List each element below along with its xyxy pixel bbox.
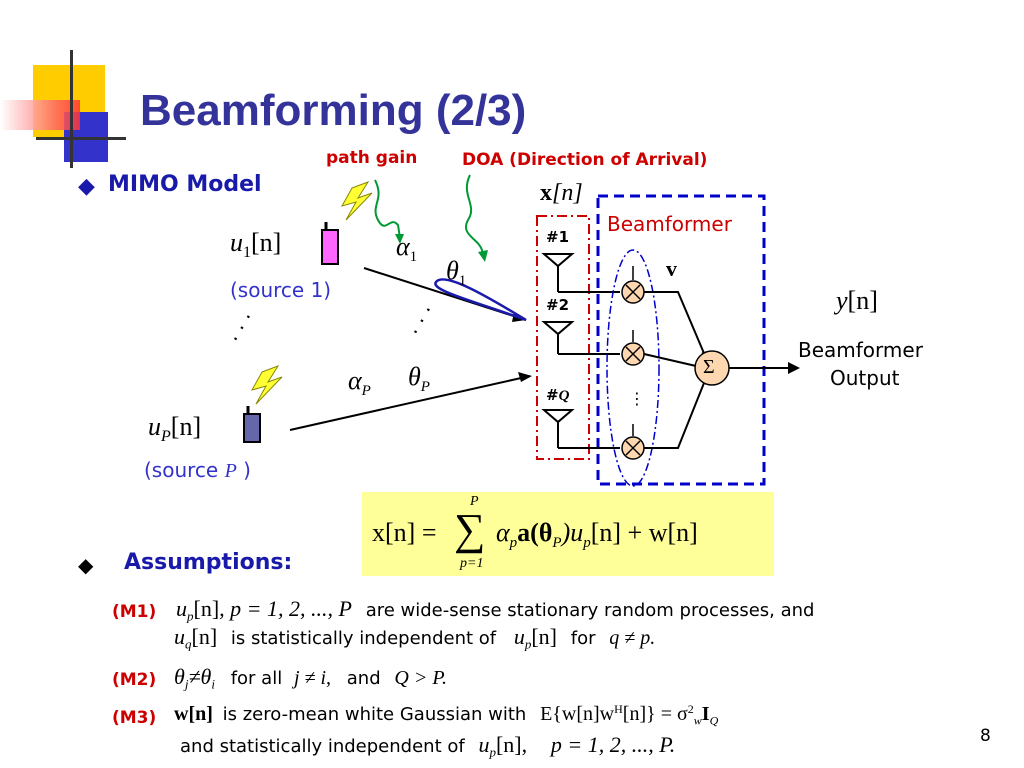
mimo-bullet: ◆ [78,174,95,199]
beamformer-box [596,194,766,486]
m3-label: (M3) [112,708,157,728]
formula-sum-sign: ∑ [454,505,486,554]
signal-bolt-icon [250,365,283,405]
phone-icon [321,229,339,265]
theta-P-label: θP [408,362,430,396]
m1-line1: up[n], p = 1, 2, ..., P are wide-sense s… [176,596,815,624]
m1-label: (M1) [112,602,157,622]
uP-label: uP[n] [148,412,202,446]
antenna-array-box [536,215,590,460]
signal-model-formula: x[n] = P ∑ p=1 αpa(θP)up[n] + w[n] [362,492,774,576]
assumptions-bullet: ◆ [78,553,94,577]
antenna-1-label: #1 [546,228,570,246]
v-vector-label: v [666,256,677,281]
antenna-q-label: #Q [546,386,570,404]
signal-bolt-icon [340,181,373,221]
corner-decoration [0,0,130,170]
phone-icon [243,413,261,443]
y-output-label: y[n] [836,286,878,315]
formula-sum-bottom: p=1 [460,556,484,571]
beamformer-output-line2: Output [830,366,900,390]
alpha-1-label: α1 [396,232,418,266]
assumptions-heading: Assumptions: [124,550,293,575]
antenna-2-label: #2 [546,296,570,314]
m3-line1: w[n] is zero-mean white Gaussian with E{… [174,702,719,728]
beamforming-diagram: · · · · · · ⋮ [224,174,800,487]
svg-text:· · ·: · · · [224,308,261,348]
alpha-P-label: αP [348,366,371,400]
doa-label: DOA (Direction of Arrival) [462,150,708,170]
page-number: 8 [980,726,991,746]
m3-line2: and statistically independent of up[n], … [180,732,676,760]
svg-text:· · ·: · · · [404,301,441,341]
source-1-label: (source 1) [230,278,332,302]
formula-sum-top: P [470,494,479,509]
m2-line: θj≠θi for all j ≠ i, and Q > P. [174,664,447,692]
sigma-symbol: Σ [703,356,715,378]
theta-1-label: θ1 [446,256,467,290]
beamformer-label: Beamformer [607,212,732,236]
m2-label: (M2) [112,670,157,690]
formula-rhs: αpa(θP)up[n] + w[n] [496,518,698,552]
beamformer-output-line1: Beamformer [798,338,923,362]
slide-title: Beamforming (2/3) [140,86,527,135]
mimo-model-label: MIMO Model [108,172,262,197]
x-vector-label: x[n] [540,180,583,206]
svg-text:⋮: ⋮ [629,389,645,408]
path-gain-label: path gain [326,148,418,168]
source-P-label: (source P ) [144,458,251,482]
formula-lhs: x[n] = [372,518,437,547]
m1-line2: uq[n] is statistically independent of up… [174,624,656,652]
u1-label: u1[n] [230,228,282,262]
summation-icon [694,350,730,386]
